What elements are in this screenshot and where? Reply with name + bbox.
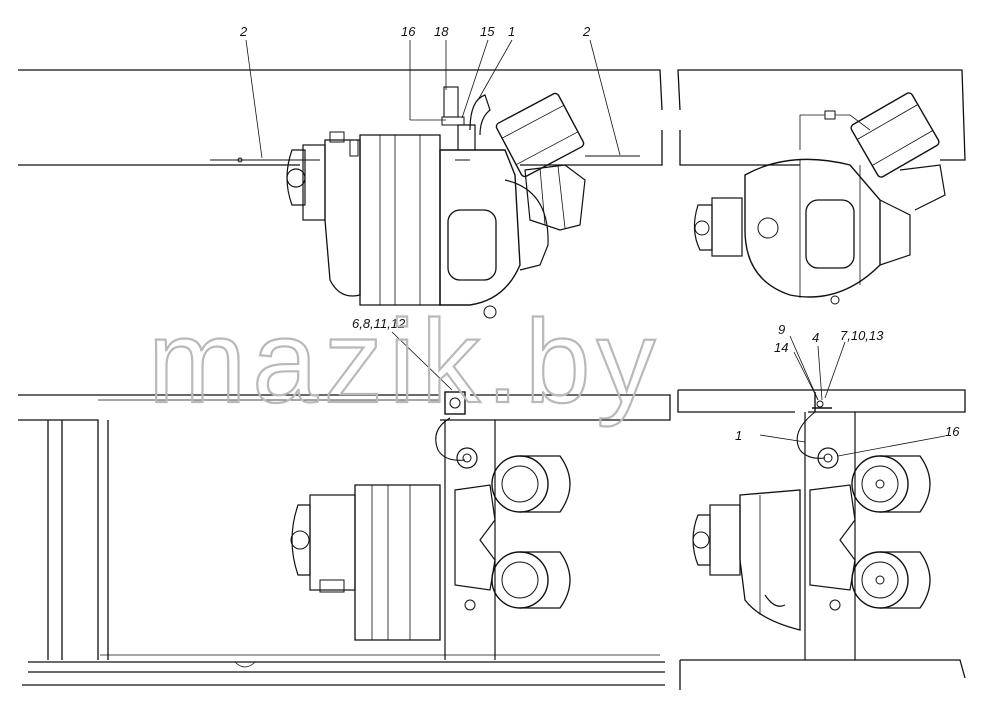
frame-rail-lower-right	[679, 659, 966, 690]
callout-16-bottom: 16	[945, 424, 960, 439]
frame-rail-bottom	[18, 130, 663, 166]
connector-block-left	[444, 391, 466, 415]
callout-2-right: 2	[582, 24, 591, 39]
callout-1: 1	[508, 24, 515, 39]
bottom-right-view: 9 14 4 7,10,13 1 16	[677, 322, 966, 690]
bottom-left-view: 6,8,11,12	[18, 316, 671, 686]
wire-connector	[237, 157, 243, 163]
callout-7-10-13: 7,10,13	[840, 328, 884, 343]
leader-6-8-11-12	[391, 331, 453, 391]
callout-16: 16	[401, 24, 416, 39]
callout-9: 9	[778, 322, 785, 337]
callout-15: 15	[480, 24, 495, 39]
engine-assembly-top-left	[286, 86, 586, 319]
callout-4: 4	[812, 330, 819, 345]
callout-14: 14	[774, 340, 788, 355]
frame-rail-lower	[22, 661, 665, 686]
watermark-text: mazik.by	[148, 296, 662, 428]
top-left-view: 2 16 18 15 1 2	[18, 24, 663, 319]
frame-rail-top	[18, 69, 663, 111]
engine-assembly-bottom-left	[290, 455, 571, 641]
callout-1-bottom: 1	[735, 428, 742, 443]
leader-lines-top-left	[245, 39, 621, 159]
frame-rail-top-right	[677, 69, 966, 161]
leader-lines-bottom-right	[759, 335, 946, 457]
frame-rail-upper	[18, 394, 671, 421]
callout-18: 18	[434, 24, 449, 39]
top-right-view	[677, 69, 966, 305]
frame-rail-bottom-right	[679, 130, 800, 166]
engine-assembly-top-right	[693, 92, 946, 305]
callout-2-left: 2	[239, 24, 248, 39]
wire-harness	[210, 155, 640, 161]
callout-6-8-11-12: 6,8,11,12	[352, 316, 406, 331]
frame-crossmembers	[18, 419, 109, 660]
engine-assembly-bottom-right	[692, 455, 931, 631]
